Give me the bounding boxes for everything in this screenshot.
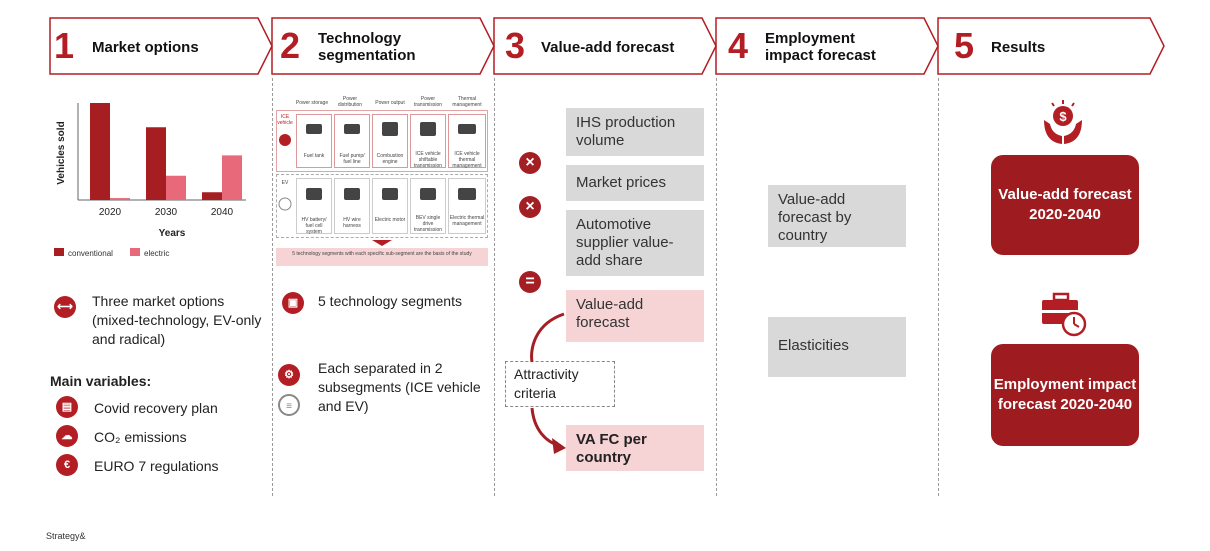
thumb-ice-label: ICE vehicle [277,114,293,126]
thumb-cell: ICE vehicle shiftable transmission [410,114,446,169]
column-divider [716,78,717,496]
forecast-flow-arrow [530,312,566,454]
times-operator-icon: × [519,152,541,174]
market-options-text: Three market options (mixed-technology, … [92,293,262,347]
ice-vehicle-icon: ⚙ [278,364,300,386]
ihs-production-volume-box: IHS production volume [566,108,704,156]
step-5-title: Results [991,39,1046,56]
hands-money-icon: $ [1044,100,1082,144]
thumb-cell: Electric motor [372,178,408,234]
co2-cloud-icon: ☁ [56,425,78,447]
step-2-chevron [271,17,495,75]
va-fc-per-country-box: VA FC per country [566,425,704,471]
thumb-header: Power output [375,100,405,106]
legend-label-electric: electric [144,249,169,258]
equals-operator-icon: = [519,271,541,293]
source-label: Strategy& [46,531,86,541]
thumb-cell: Fuel pump/ fuel line [334,114,370,168]
covid-recovery-icon: ▤ [56,396,78,418]
times-operator-icon: × [519,196,541,218]
variable-co2: CO₂ emissions [94,429,187,445]
x-tick-label: 2020 [99,207,122,218]
thumb-footer-band: 5 technology segments with each specific… [276,248,488,266]
column-divider [272,78,273,496]
bar-conventional-2040 [202,192,222,200]
thumb-footer-text: 5 technology segments with each specific… [292,251,472,257]
variable-euro7: EURO 7 regulations [94,458,219,474]
thumb-cell: HV battery/ fuel cell system [296,178,332,235]
step-4-chevron [715,17,939,75]
step-1-title: Market options [92,39,199,56]
legend-swatch-conventional [54,248,64,256]
bar-electric-2030 [166,175,186,200]
step-3-chevron [493,17,717,75]
legend-label-conventional: conventional [68,249,113,258]
thumb-cell: BEV single drive transmission [410,178,446,234]
briefcase-clock-icon [1042,292,1087,337]
variable-covid: Covid recovery plan [94,400,218,416]
process-header [49,17,1165,75]
step-2-title: Technology segmentation [318,30,416,64]
elasticities-box: Elasticities [768,317,906,377]
bar-electric-2020 [110,198,130,200]
step-5-number: 5 [954,25,975,66]
thumb-cell: ICE vehicle thermal management [448,114,486,169]
thumb-cell: Fuel tank [296,114,332,168]
svg-text:$: $ [1059,109,1067,124]
step-3-number: 3 [505,25,526,66]
ev-icon: ≡ [278,394,300,416]
y-axis-label: Vehicles sold [56,121,67,184]
step-4-number: 4 [728,25,749,66]
thumb-cell: HV wire harness [334,178,370,234]
thumb-ev-label: EV [281,180,289,186]
column-divider [494,78,495,496]
x-tick-label: 2040 [211,207,234,218]
thumb-ev-row [276,174,488,238]
bar-conventional-2020 [90,103,110,200]
separated-text: Each separated in 2 subsegments (ICE veh… [318,360,481,414]
market-prices-box: Market prices [566,165,704,201]
step-1-chevron [49,17,273,75]
step-2-number: 2 [280,25,301,66]
technology-segments-icon: ▣ [282,292,304,314]
supplier-value-add-share-box: Automotive supplier value-add share [566,210,704,276]
thumb-header: Power distribution [337,96,363,108]
step-5-chevron [937,17,1165,75]
step-1-number: 1 [54,25,75,66]
employment-impact-result-card: Employment impact forecast 2020-2040 [991,344,1139,446]
step-4-title: Employment impact forecast [765,30,876,64]
x-tick-label: 2030 [155,207,178,218]
value-add-forecast-box: Value-add forecast [566,290,704,342]
thumb-ice-row [276,110,488,172]
thumb-header: Power transmission [413,96,443,108]
x-axis-label: Years [159,228,186,239]
segments-text: 5 technology segments [318,293,462,309]
thumb-header: Power storage [295,100,329,106]
legend-swatch-electric [130,248,140,256]
attractivity-criteria-box: Attractivity criteria [505,361,615,407]
market-options-icon: ⟷ [54,296,76,318]
value-add-by-country-box: Value-add forecast by country [768,185,906,247]
technology-segmentation-thumbnail: Power storage Power distribution Power o… [276,94,488,268]
thumb-cell: Combustion engine [372,114,408,168]
thumb-header: Thermal management [452,96,482,108]
thumb-cell: Electric thermal management [448,178,486,234]
thumb-part-icons [278,122,476,246]
value-add-forecast-result-card: Value-add forecast 2020-2040 [991,155,1139,255]
main-variables-label: Main variables: [50,373,152,389]
bar-conventional-2030 [146,127,166,200]
bar-electric-2040 [222,155,242,200]
euro-regulation-icon: € [56,454,78,476]
step-3-title: Value-add forecast [541,39,675,56]
column-divider [938,78,939,496]
